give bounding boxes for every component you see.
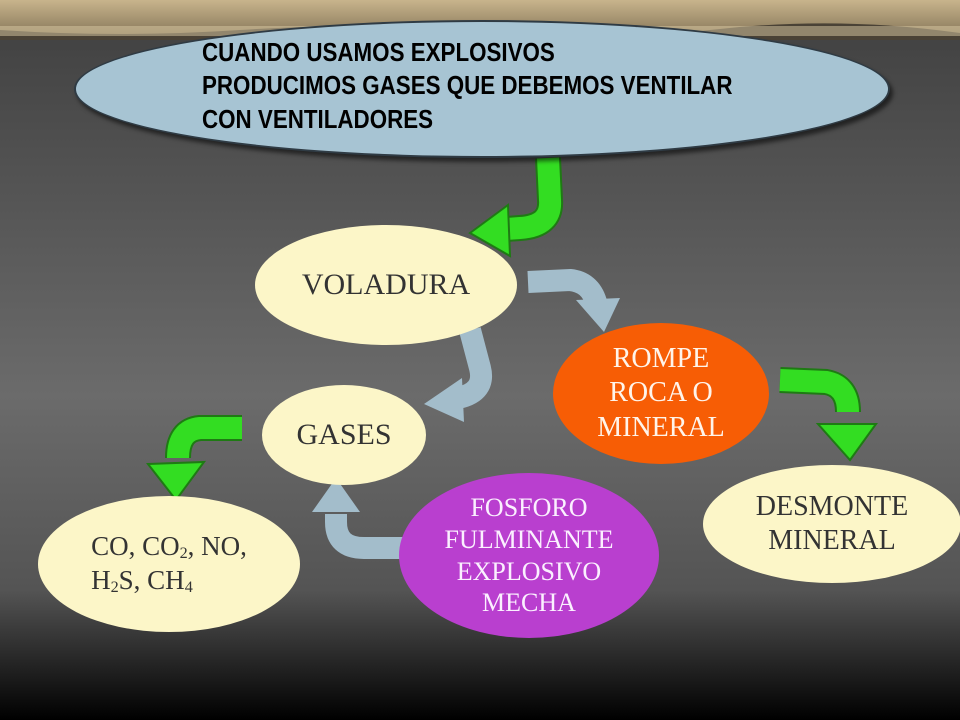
node-desmonte-mineral: DESMONTE MINERAL <box>703 465 960 583</box>
text-part: S, CH <box>118 565 185 595</box>
title-line: CUANDO USAMOS EXPLOSIVOS <box>202 37 555 67</box>
subscript: 4 <box>184 578 193 597</box>
node-desmonte-line: DESMONTE <box>755 490 909 522</box>
node-rompe-line: ROCA O <box>609 377 713 409</box>
node-fosforo-line: MECHA <box>482 588 576 618</box>
text-part: CO, CO <box>91 531 180 561</box>
title-text: CUANDO USAMOS EXPLOSIVOS PRODUCIMOS GASE… <box>202 36 732 136</box>
subscript: 2 <box>110 578 119 597</box>
node-gases: GASES <box>262 385 426 485</box>
title-bubble: CUANDO USAMOS EXPLOSIVOS PRODUCIMOS GASE… <box>74 20 890 158</box>
node-gases-label: GASES <box>296 417 392 451</box>
node-rompe-line: ROMPE <box>612 343 710 375</box>
node-rompe-roca: ROMPE ROCA O MINERAL <box>553 323 769 464</box>
subscript: 2 <box>179 544 188 563</box>
node-desmonte-line: MINERAL <box>768 525 896 556</box>
node-fosforo-line: FULMINANTE <box>444 524 614 554</box>
text-part: , NO, <box>187 531 247 561</box>
compuestos-line-2: H2S, CH4 <box>91 564 247 598</box>
text-part: H <box>91 565 111 595</box>
compuestos-line-1: CO, CO2, NO, <box>91 530 247 564</box>
node-voladura: VOLADURA <box>255 225 517 345</box>
node-fosforo-line: FOSFORO <box>470 493 588 523</box>
node-rompe-line: MINERAL <box>597 411 725 443</box>
node-fosforo-line: EXPLOSIVO <box>456 556 602 586</box>
title-line: CON VENTILADORES <box>202 103 434 134</box>
title-line: PRODUCIMOS GASES QUE DEBEMOS VENTILAR <box>202 70 733 101</box>
node-compuestos-gases: CO, CO2, NO, H2S, CH4 <box>38 496 300 632</box>
node-fosforo-fulminante: FOSFORO FULMINANTE EXPLOSIVO MECHA <box>399 473 659 638</box>
node-voladura-label: VOLADURA <box>301 267 471 301</box>
